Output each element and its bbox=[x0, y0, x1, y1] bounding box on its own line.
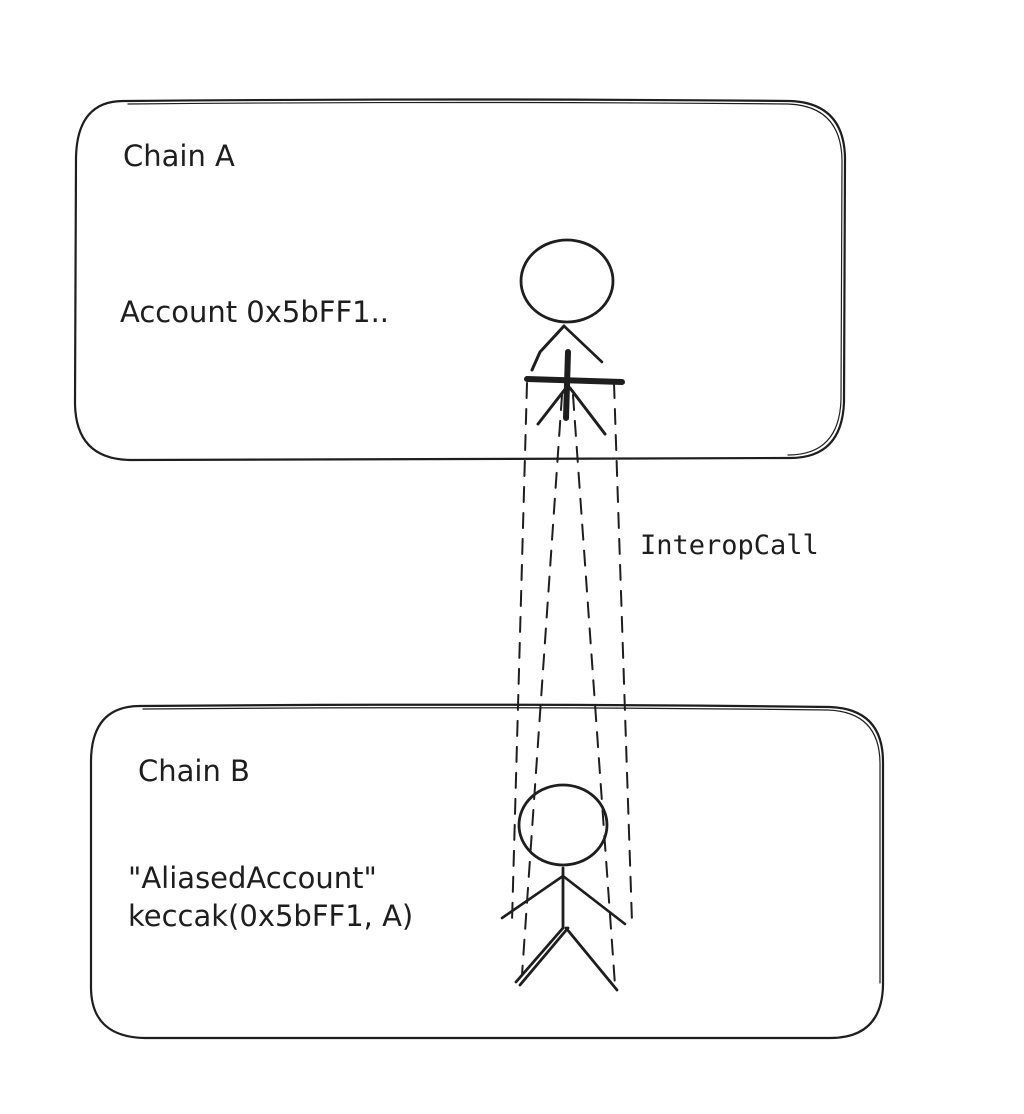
interop-call-beams bbox=[511, 382, 633, 986]
chain-b-title: Chain B bbox=[138, 754, 250, 788]
account-figure-chain-a bbox=[519, 238, 625, 436]
aliased-account-formula: keccak(0x5bFF1, A) bbox=[128, 899, 413, 933]
chain-a-account-label: Account 0x5bFF1.. bbox=[120, 295, 389, 329]
chain-a-title: Chain A bbox=[123, 139, 235, 173]
chain-a-box[interactable] bbox=[73, 98, 847, 462]
chain-b-box[interactable] bbox=[89, 703, 885, 1040]
aliased-account-label: "AliasedAccount" bbox=[128, 861, 377, 895]
aliased-account-figure-chain-b bbox=[500, 783, 627, 992]
interop-call-label: InteropCall bbox=[640, 530, 819, 561]
